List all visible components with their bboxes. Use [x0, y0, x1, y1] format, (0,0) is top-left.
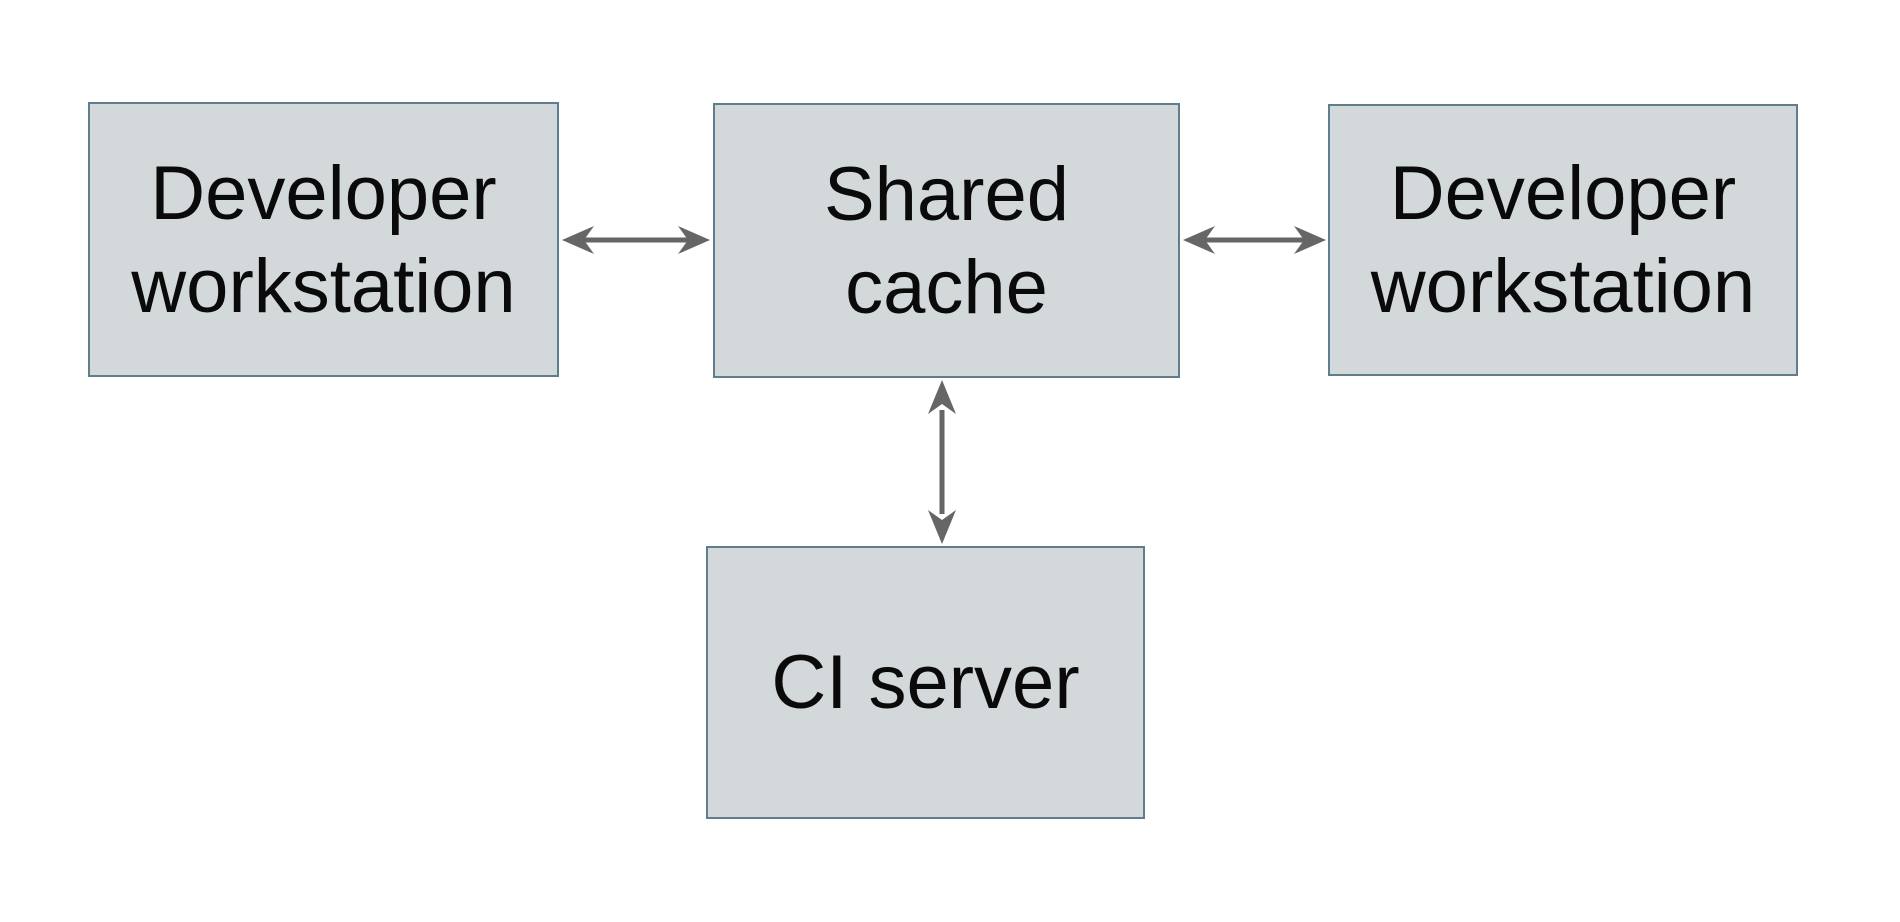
- node-shared-cache: Shared cache: [713, 103, 1180, 378]
- node-label: Shared cache: [823, 151, 1070, 330]
- bidirectional-arrow-right: [1183, 226, 1326, 254]
- node-label: Developer workstation: [1370, 151, 1756, 329]
- node-developer-workstation-left: Developer workstation: [88, 102, 559, 377]
- node-label: Developer workstation: [131, 150, 516, 329]
- node-ci-server: CI server: [706, 546, 1145, 819]
- bidirectional-arrow-vertical: [928, 380, 956, 544]
- node-label: CI server: [771, 640, 1080, 725]
- node-developer-workstation-right: Developer workstation: [1328, 104, 1798, 376]
- bidirectional-arrow-left: [562, 226, 710, 254]
